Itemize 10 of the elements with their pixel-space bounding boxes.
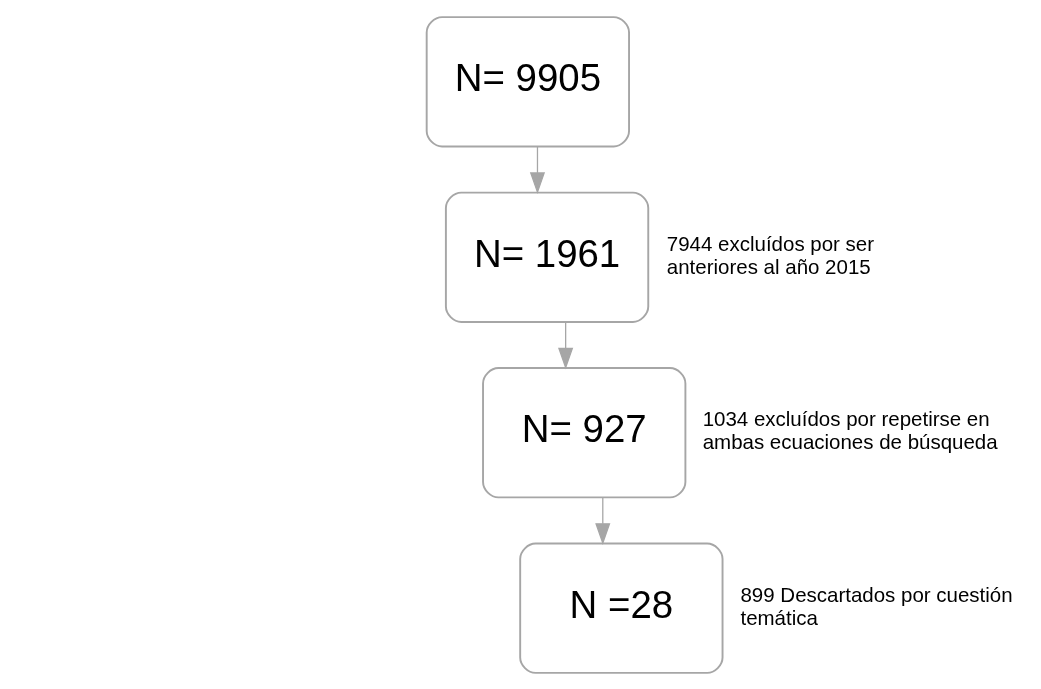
arrow bbox=[529, 145, 546, 194]
node-box: N= 1961 bbox=[444, 191, 650, 323]
node-box: N= 9905 bbox=[425, 15, 630, 147]
node-label: 1034 excluídos por repetirse en ambas ecuaciones de búsqueda bbox=[702, 406, 998, 453]
node-box: N =28 bbox=[519, 542, 724, 674]
node-box: N= 927 bbox=[482, 366, 687, 498]
arrow bbox=[558, 320, 574, 369]
node-label: 7944 excluídos por ser anteriores al año 2015 bbox=[666, 231, 875, 278]
node-label: 899 Descartados por cuestión temática bbox=[740, 582, 1013, 629]
arrow bbox=[595, 496, 611, 545]
